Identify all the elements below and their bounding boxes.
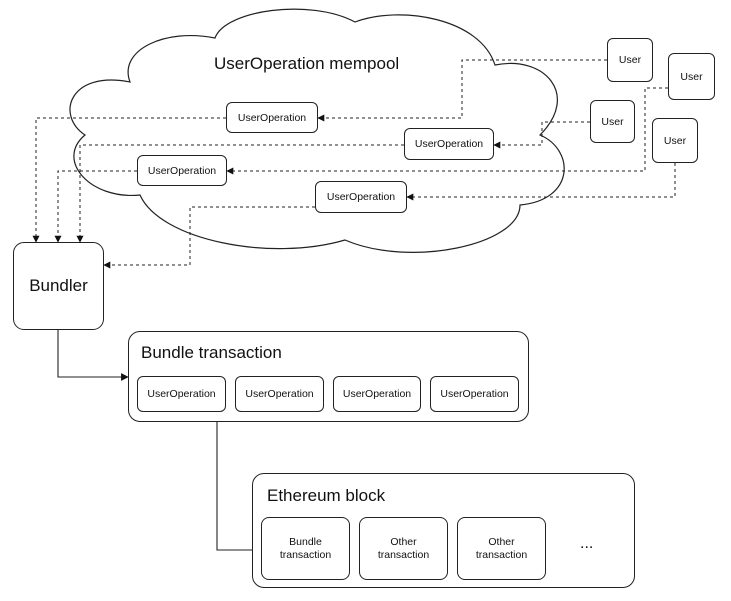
bundle-useroperation-4: UserOperation xyxy=(430,376,519,412)
mempool-useroperation-3: UserOperation xyxy=(137,155,227,186)
mempool-useroperation-1: UserOperation xyxy=(226,102,318,133)
bundle-useroperation-3: UserOperation xyxy=(333,376,421,412)
mempool-useroperation-2: UserOperation xyxy=(404,128,494,160)
user-node-3: User xyxy=(590,100,635,143)
mempool-to-bundler-arrows xyxy=(32,117,404,269)
bundler-node: Bundler xyxy=(13,242,104,330)
mempool-cloud xyxy=(69,8,565,253)
arrow-user1-to-op1 xyxy=(317,59,607,122)
arrow-bundle-transaction-to-block xyxy=(216,422,262,554)
block-ellipsis: ... xyxy=(580,535,594,552)
block-bundle-transaction: Bundle transaction xyxy=(261,517,350,580)
user-to-mempool-arrows xyxy=(226,59,676,201)
arrow-user3-to-op2 xyxy=(493,121,590,149)
bundle-useroperation-2: UserOperation xyxy=(235,376,324,412)
arrow-op1-to-bundler xyxy=(32,117,226,243)
bundle-useroperation-1: UserOperation xyxy=(137,376,226,412)
arrow-op2-to-bundler xyxy=(76,144,404,243)
arrow-bundler-to-bundle-transaction xyxy=(57,330,129,381)
bundle-transaction-title: Bundle transaction xyxy=(141,343,282,362)
mempool-title: UserOperation mempool xyxy=(214,54,400,73)
arrow-op4-to-bundler xyxy=(103,206,315,269)
user-node-1: User xyxy=(607,38,653,82)
block-other-transaction-1: Other transaction xyxy=(359,517,448,580)
arrow-op3-to-bundler xyxy=(54,170,137,243)
user-node-4: User xyxy=(652,118,698,163)
solid-arrows xyxy=(57,330,262,554)
ethereum-block-title: Ethereum block xyxy=(267,486,386,505)
user-node-2: User xyxy=(668,53,715,100)
mempool-useroperation-4: UserOperation xyxy=(315,181,407,213)
block-other-transaction-2: Other transaction xyxy=(457,517,546,580)
arrow-user2-to-op3 xyxy=(226,87,668,175)
arrow-user4-to-op4 xyxy=(406,163,676,201)
